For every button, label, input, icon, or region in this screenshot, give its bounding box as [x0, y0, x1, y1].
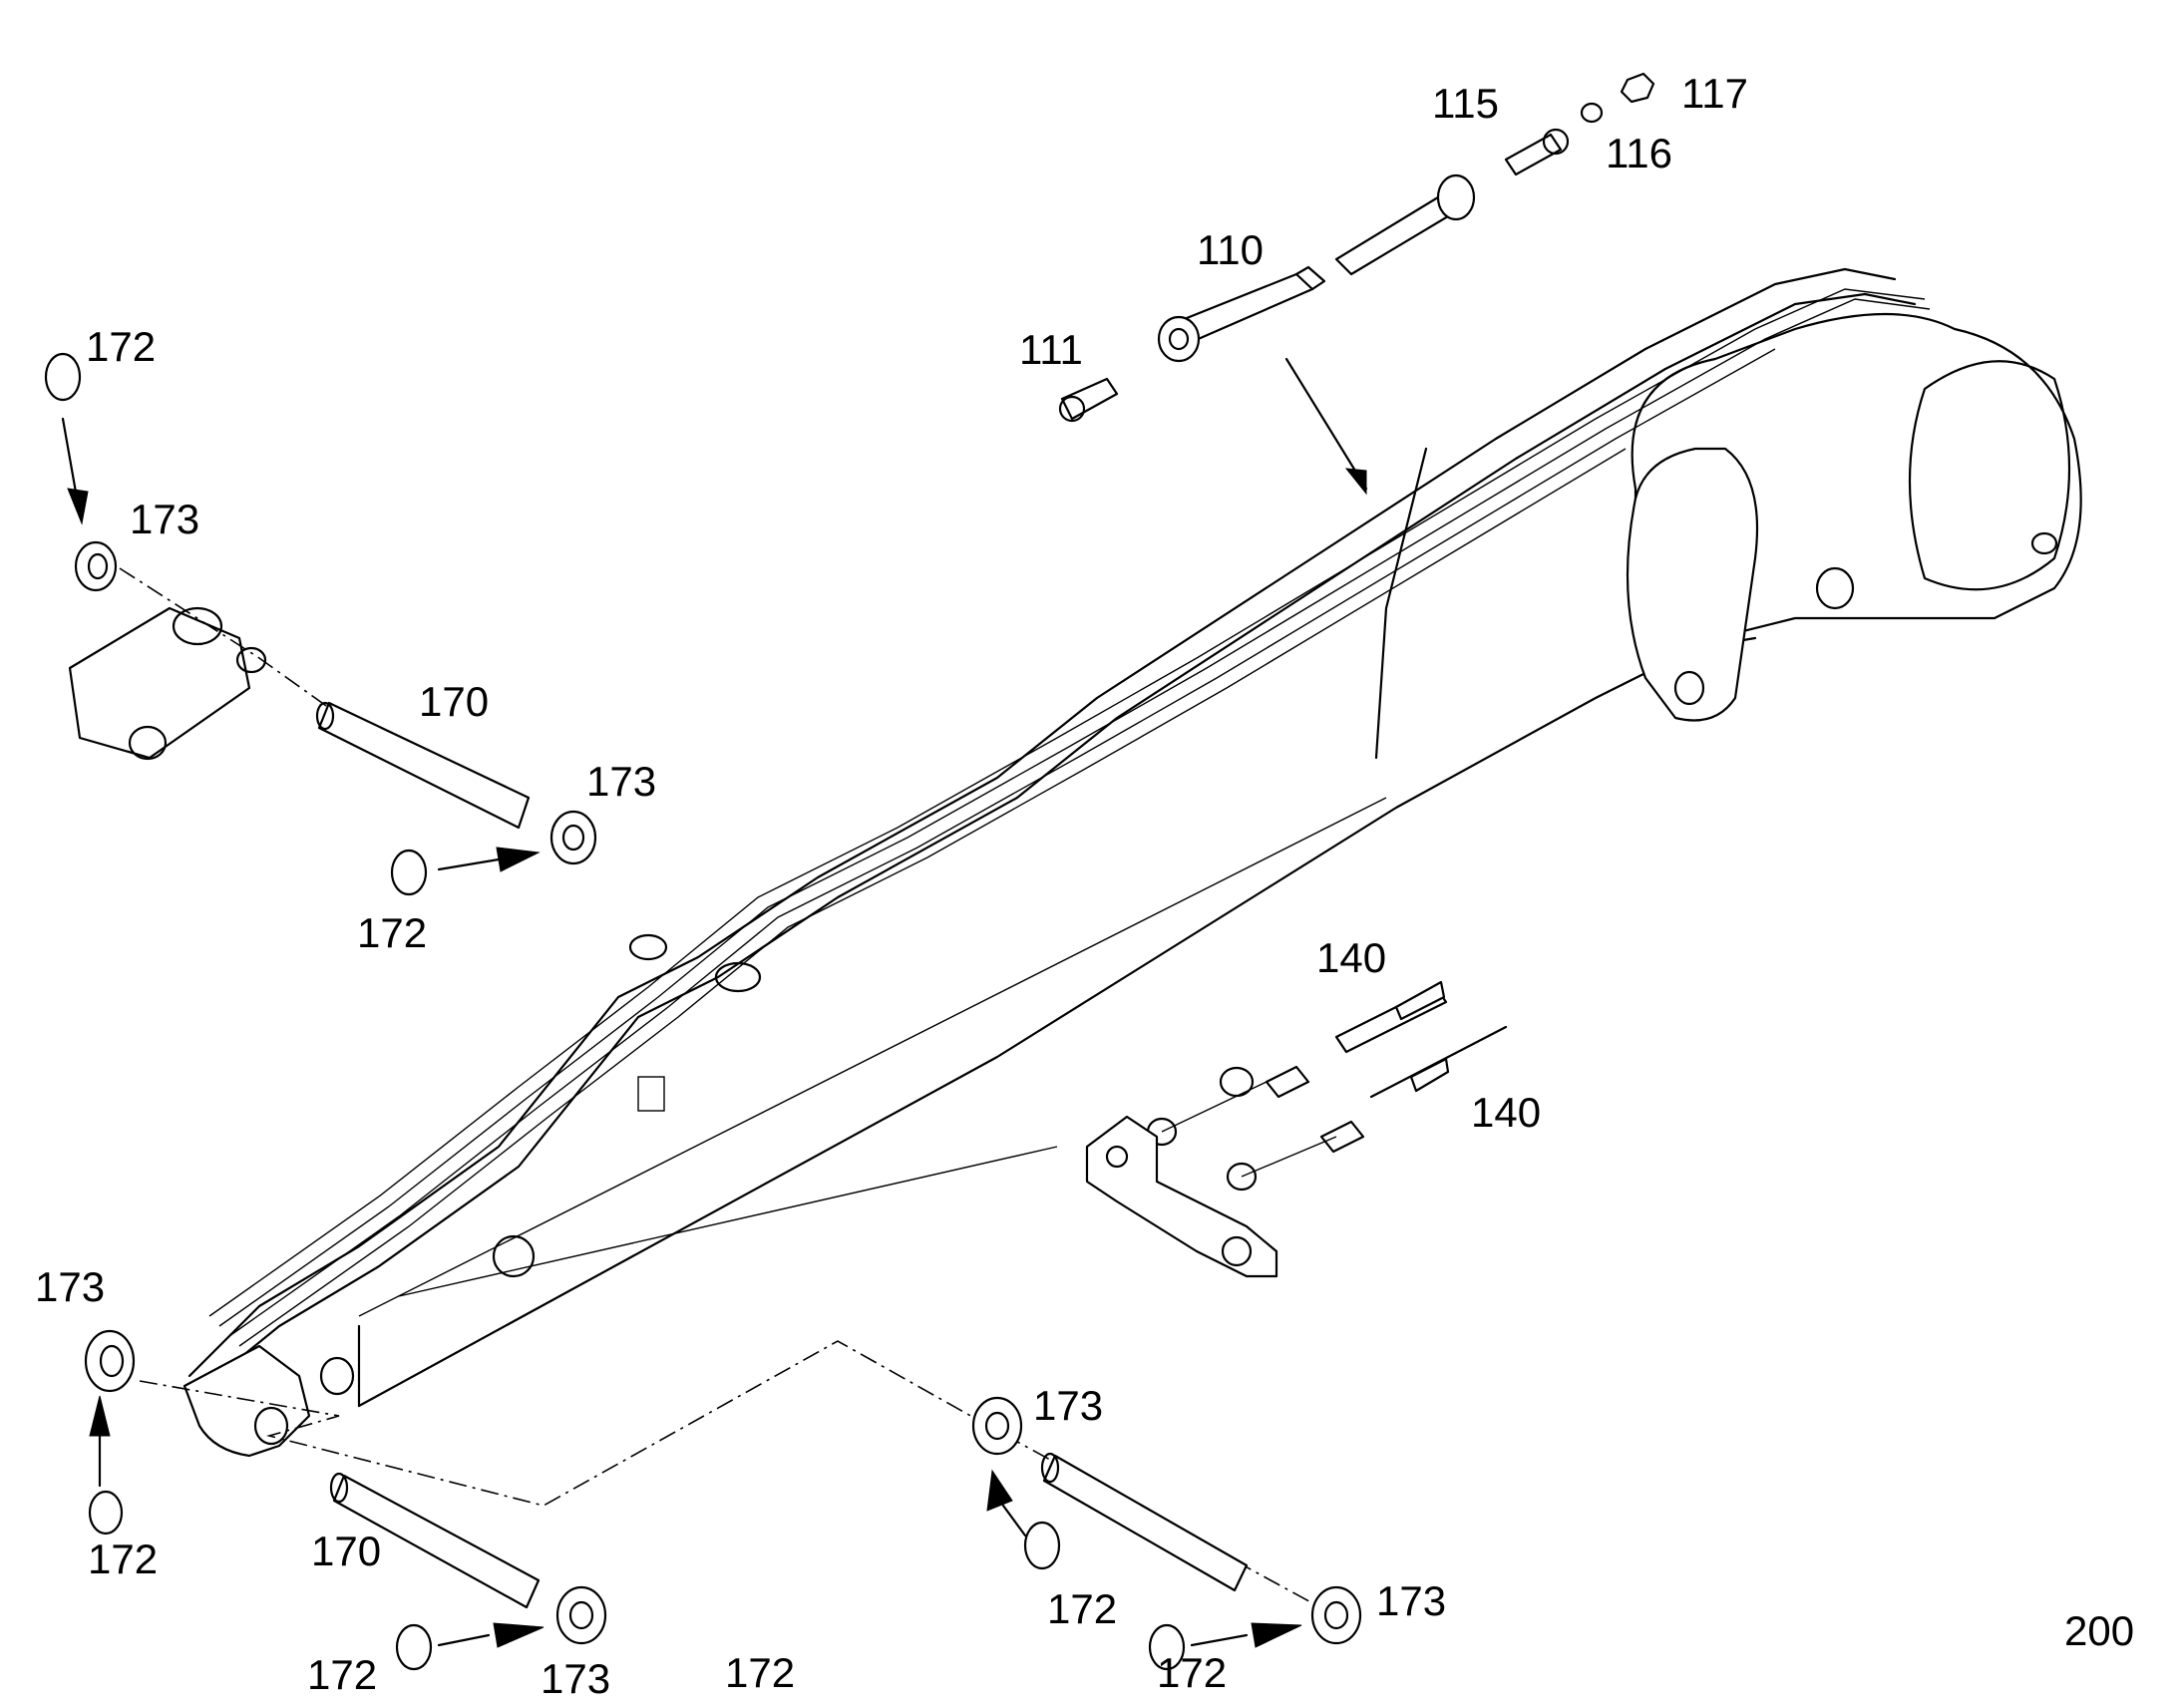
label-173-lower-pin: 173	[541, 1655, 610, 1702]
part-labels: 110 111 115 116 117 140 140 170 170 172 …	[35, 70, 2134, 1702]
upper-pin-group	[44, 352, 597, 896]
label-173-left-end: 173	[35, 1263, 105, 1310]
label-172-lower-pin: 172	[307, 1651, 377, 1698]
cylinder-pin-group	[1058, 72, 1655, 423]
label-110: 110	[1197, 226, 1264, 273]
label-170-upper: 170	[419, 678, 489, 725]
label-172-right-pin: 172	[1157, 1649, 1227, 1696]
label-172-middle: 172	[1047, 1585, 1117, 1632]
label-172-left-end: 172	[88, 1536, 158, 1582]
lower-pin-groups	[84, 1329, 1362, 1671]
label-111: 111	[1019, 326, 1083, 373]
label-173-upper-pin: 173	[586, 758, 656, 805]
label-173-right-pin: 173	[1376, 1577, 1446, 1624]
label-170-lower: 170	[311, 1528, 381, 1574]
label-117: 117	[1681, 70, 1748, 117]
label-172-loose: 172	[725, 1649, 795, 1696]
label-140-lower: 140	[1471, 1089, 1541, 1136]
hose-fitting-group	[1085, 980, 1508, 1278]
label-116: 116	[1606, 130, 1672, 176]
label-173-middle: 173	[1033, 1382, 1103, 1429]
label-172-top-left: 172	[86, 323, 156, 370]
boom-assembly	[182, 267, 2082, 1458]
label-140-upper: 140	[1316, 934, 1386, 981]
label-172-upper-pin: 172	[357, 909, 427, 956]
label-173-top-left: 173	[130, 496, 199, 542]
label-115: 115	[1432, 80, 1499, 127]
page-number: 200	[2064, 1607, 2134, 1654]
o-ring-172-upper	[44, 352, 82, 402]
nut-173-upper	[74, 540, 118, 592]
